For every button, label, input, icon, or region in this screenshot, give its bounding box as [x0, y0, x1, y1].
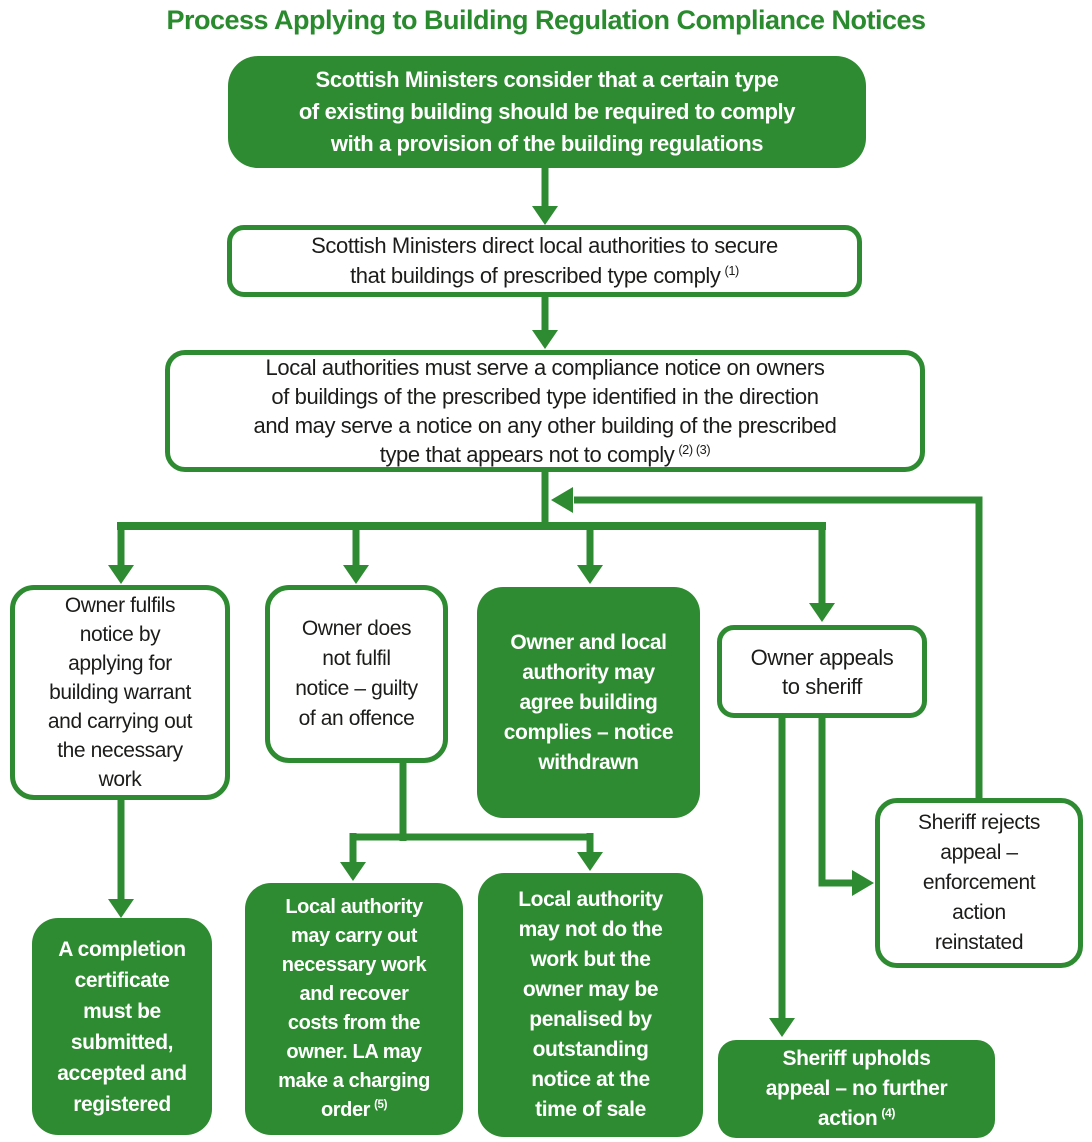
arrowhead-to-certificate [108, 899, 134, 918]
node-owner-fulfils: Owner fulfils notice by applying for bui… [10, 585, 230, 800]
arrowhead-to-fulfils [108, 565, 134, 584]
arrowhead-to-upholds [769, 1018, 795, 1037]
footnote-ref-4: (4) [881, 1106, 896, 1120]
node-owner-appeals: Owner appeals to sheriff [717, 625, 927, 718]
node-text: Owner does not fulfil notice – guilty of… [295, 617, 418, 730]
node-ministers-direct: Scottish Ministers direct local authorit… [227, 225, 862, 297]
node-text: Owner and local authority may agree buil… [503, 630, 674, 774]
arrowhead-to-direct [532, 206, 558, 225]
footnote-ref-5: (5) [374, 1098, 388, 1112]
node-sheriff-upholds: Sheriff upholds appeal – no further acti… [718, 1040, 995, 1138]
arrowhead-to-appeals [809, 603, 835, 622]
node-ministers-consider: Scottish Ministers consider that a certa… [228, 56, 866, 168]
node-text: Owner appeals to sheriff [750, 644, 894, 699]
node-owner-does-not-fulfil: Owner does not fulfil notice – guilty of… [265, 585, 448, 763]
node-text: Local authority may not do the work but … [518, 888, 663, 1121]
footnote-ref-1: (1) [724, 262, 740, 278]
node-sheriff-rejects: Sheriff rejects appeal – enforcement act… [875, 798, 1083, 968]
edge-rejects-return [574, 496, 983, 798]
page-title: Process Applying to Building Regulation … [166, 5, 926, 35]
node-text: Scottish Ministers consider that a certa… [298, 67, 796, 156]
node-text: A completion certificate must be submitt… [57, 937, 187, 1116]
node-la-carry-out-work: Local authority may carry out necessary … [245, 883, 463, 1135]
node-agree-building-complies: Owner and local authority may agree buil… [477, 587, 700, 818]
arrowhead-to-rejects [852, 870, 874, 896]
arrowhead-to-notfulfil [343, 565, 369, 584]
arrowhead-return [551, 487, 573, 513]
node-text: Owner fulfils notice by applying for bui… [47, 594, 193, 791]
node-la-not-do-work: Local authority may not do the work but … [478, 873, 703, 1137]
node-text: Scottish Ministers direct local authorit… [311, 233, 778, 288]
arrowhead-to-notdowork [577, 852, 603, 871]
node-la-serve-notice: Local authorities must serve a complianc… [165, 350, 925, 472]
node-completion-certificate: A completion certificate must be submitt… [32, 918, 212, 1135]
node-text: Sheriff rejects appeal – enforcement act… [918, 811, 1040, 954]
footnote-ref-2-3: (2) (3) [678, 441, 711, 457]
edge-appeals-rejects [818, 715, 853, 887]
node-text: Local authority may carry out necessary … [278, 896, 430, 1121]
node-text: Local authorities must serve a complianc… [253, 355, 837, 467]
arrowhead-to-carryout [340, 862, 366, 881]
arrowhead-to-serve [532, 330, 558, 349]
node-text: Sheriff upholds appeal – no further acti… [765, 1047, 948, 1130]
arrowhead-to-agree [577, 565, 603, 584]
